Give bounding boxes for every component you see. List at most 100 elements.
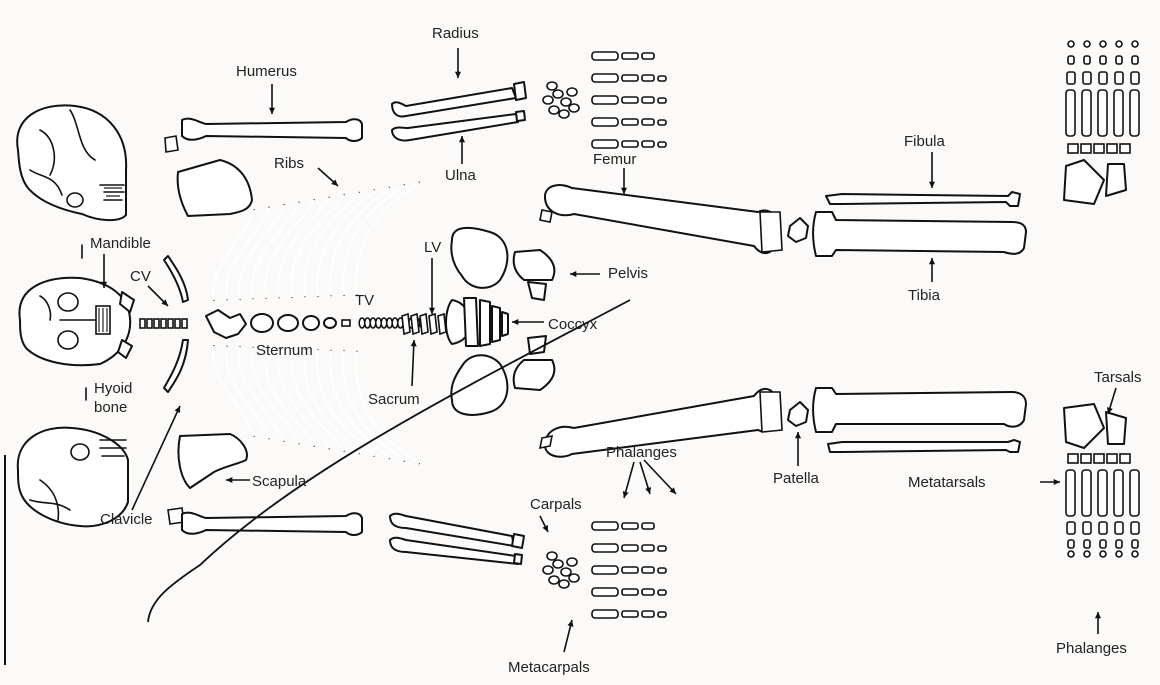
label-fibula: Fibula: [904, 134, 945, 149]
arrow-head: [570, 271, 576, 277]
metatarsal: [1114, 470, 1123, 516]
label-metacarpals: Metacarpals: [508, 660, 590, 675]
arrow-shaft: [132, 406, 180, 510]
metatarsal: [1066, 470, 1075, 516]
phalanx: [642, 75, 654, 81]
label-cv: CV: [130, 269, 151, 284]
tarsal: [1094, 144, 1104, 153]
label-tibia: Tibia: [908, 288, 940, 303]
cervical-vertebra: [147, 319, 152, 328]
tarsal: [1064, 160, 1104, 204]
phalanx: [622, 589, 638, 595]
tarsal: [1068, 454, 1078, 463]
label-tv: TV: [355, 293, 374, 308]
metatarsal: [1098, 90, 1107, 136]
label-phalanges-hand: Phalanges: [606, 445, 677, 460]
arrow-head: [269, 108, 275, 114]
phalanx: [622, 545, 638, 551]
phalanx: [642, 97, 654, 103]
clavicle-bottom: [164, 340, 188, 392]
carpal: [567, 558, 577, 566]
phalanx: [1083, 522, 1091, 534]
arrow-head: [621, 188, 627, 194]
phalanx: [622, 523, 638, 529]
carpal: [547, 552, 557, 560]
humerus-top: [182, 119, 362, 141]
phalanx: [1115, 522, 1123, 534]
cervical-vertebra: [161, 319, 166, 328]
carpal: [559, 580, 569, 588]
phalanx: [1115, 72, 1123, 84]
tarsal: [1106, 164, 1126, 196]
arrow-head: [929, 258, 935, 264]
phalanx: [658, 120, 666, 125]
label-femur: Femur: [593, 152, 636, 167]
carpal: [543, 566, 553, 574]
phalanx: [1068, 540, 1074, 548]
cervical-vertebra: [182, 319, 187, 328]
phalanx: [1131, 72, 1139, 84]
cervical-vertebrae: [140, 319, 187, 328]
cervical-vertebra: [140, 319, 145, 328]
arrow-head: [512, 319, 518, 325]
hand-bottom: [543, 522, 666, 618]
phalanx: [1068, 551, 1074, 557]
arrow-head: [429, 308, 435, 314]
skull-frontal: [19, 278, 130, 365]
phalanx: [622, 97, 638, 103]
label-patella: Patella: [773, 471, 819, 486]
phalanx: [622, 75, 638, 81]
carpal: [567, 88, 577, 96]
hand-top: [543, 52, 666, 148]
clavicle-top: [164, 256, 188, 302]
label-radius: Radius: [432, 26, 479, 41]
cervical-vertebra: [154, 319, 159, 328]
sternum: [206, 310, 350, 338]
metatarsal: [1066, 90, 1075, 136]
tibia-fibula-bottom: [813, 388, 1026, 452]
phalanx: [658, 590, 666, 595]
phalanx: [1132, 551, 1138, 557]
skull-lateral-top: [17, 105, 126, 220]
phalanx: [1132, 56, 1138, 64]
arrow-head: [795, 432, 801, 438]
tarsal: [1120, 454, 1130, 463]
phalanx: [642, 611, 654, 617]
femur-top: [540, 185, 782, 253]
foot-bottom: [1064, 404, 1139, 557]
foot-top: [1064, 41, 1139, 204]
tarsal: [1094, 454, 1104, 463]
phalanx: [1116, 41, 1122, 47]
label-phalanges-foot: Phalanges: [1056, 641, 1127, 656]
metatarsal: [1082, 470, 1091, 516]
sacrum: [446, 298, 508, 346]
phalanx: [1083, 72, 1091, 84]
phalanx: [1132, 41, 1138, 47]
carpal: [549, 106, 559, 114]
label-humerus: Humerus: [236, 64, 297, 79]
pelvis-top: [451, 228, 554, 300]
phalanx: [642, 141, 654, 147]
phalanx: [658, 142, 666, 147]
cervical-vertebra: [168, 319, 173, 328]
carpal: [543, 96, 553, 104]
label-sacrum: Sacrum: [368, 392, 420, 407]
phalanx: [622, 611, 638, 617]
tarsal: [1064, 404, 1104, 448]
phalanx: [642, 523, 654, 529]
label-clavicle: Clavicle: [100, 512, 153, 527]
metacarpal: [592, 118, 618, 126]
phalanx: [622, 141, 638, 147]
phalanx: [1067, 522, 1075, 534]
phalanx: [1100, 41, 1106, 47]
metacarpal: [592, 566, 618, 574]
metatarsal: [1130, 90, 1139, 136]
label-coccyx: Coccyx: [548, 317, 597, 332]
tarsal: [1107, 454, 1117, 463]
phalanx: [642, 589, 654, 595]
thoracic-vertebrae: [359, 314, 446, 334]
label-mandible: Mandible: [90, 236, 151, 251]
metacarpal: [592, 610, 618, 618]
label-scapula: Scapula: [252, 474, 306, 489]
